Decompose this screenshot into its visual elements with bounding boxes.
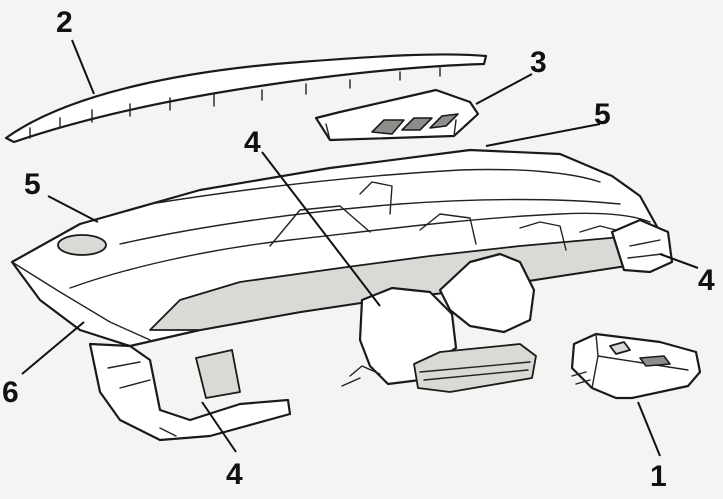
upper-trim-panel <box>4 53 488 144</box>
callout-4-top: 4 <box>244 126 261 159</box>
speaker-grille <box>57 234 107 256</box>
leader-4-top <box>261 151 381 307</box>
leader-6 <box>21 321 85 375</box>
leader-5-left <box>47 195 99 223</box>
leader-1 <box>637 401 661 457</box>
callout-5-left: 5 <box>24 168 41 201</box>
leader-2 <box>71 39 95 95</box>
callout-labels: 2 3 5 4 5 4 6 4 1 <box>2 6 715 493</box>
callout-5-right: 5 <box>594 98 611 131</box>
callout-4-bottom: 4 <box>226 458 243 491</box>
callout-1: 1 <box>650 460 667 493</box>
callout-6: 6 <box>2 376 19 409</box>
leader-5-right <box>485 123 601 147</box>
center-air-vent <box>314 88 480 142</box>
right-end-bracket <box>610 218 674 274</box>
glovebox-compartment <box>570 332 702 400</box>
callout-4-right: 4 <box>698 264 715 297</box>
center-console-support <box>341 252 537 393</box>
leader-lines <box>21 39 699 457</box>
callout-2: 2 <box>56 6 73 39</box>
leader-3 <box>475 73 533 105</box>
left-lower-bracket <box>88 342 292 442</box>
leader-4-right <box>659 253 699 269</box>
leader-4-bottom <box>201 401 237 453</box>
callout-3: 3 <box>530 46 547 79</box>
